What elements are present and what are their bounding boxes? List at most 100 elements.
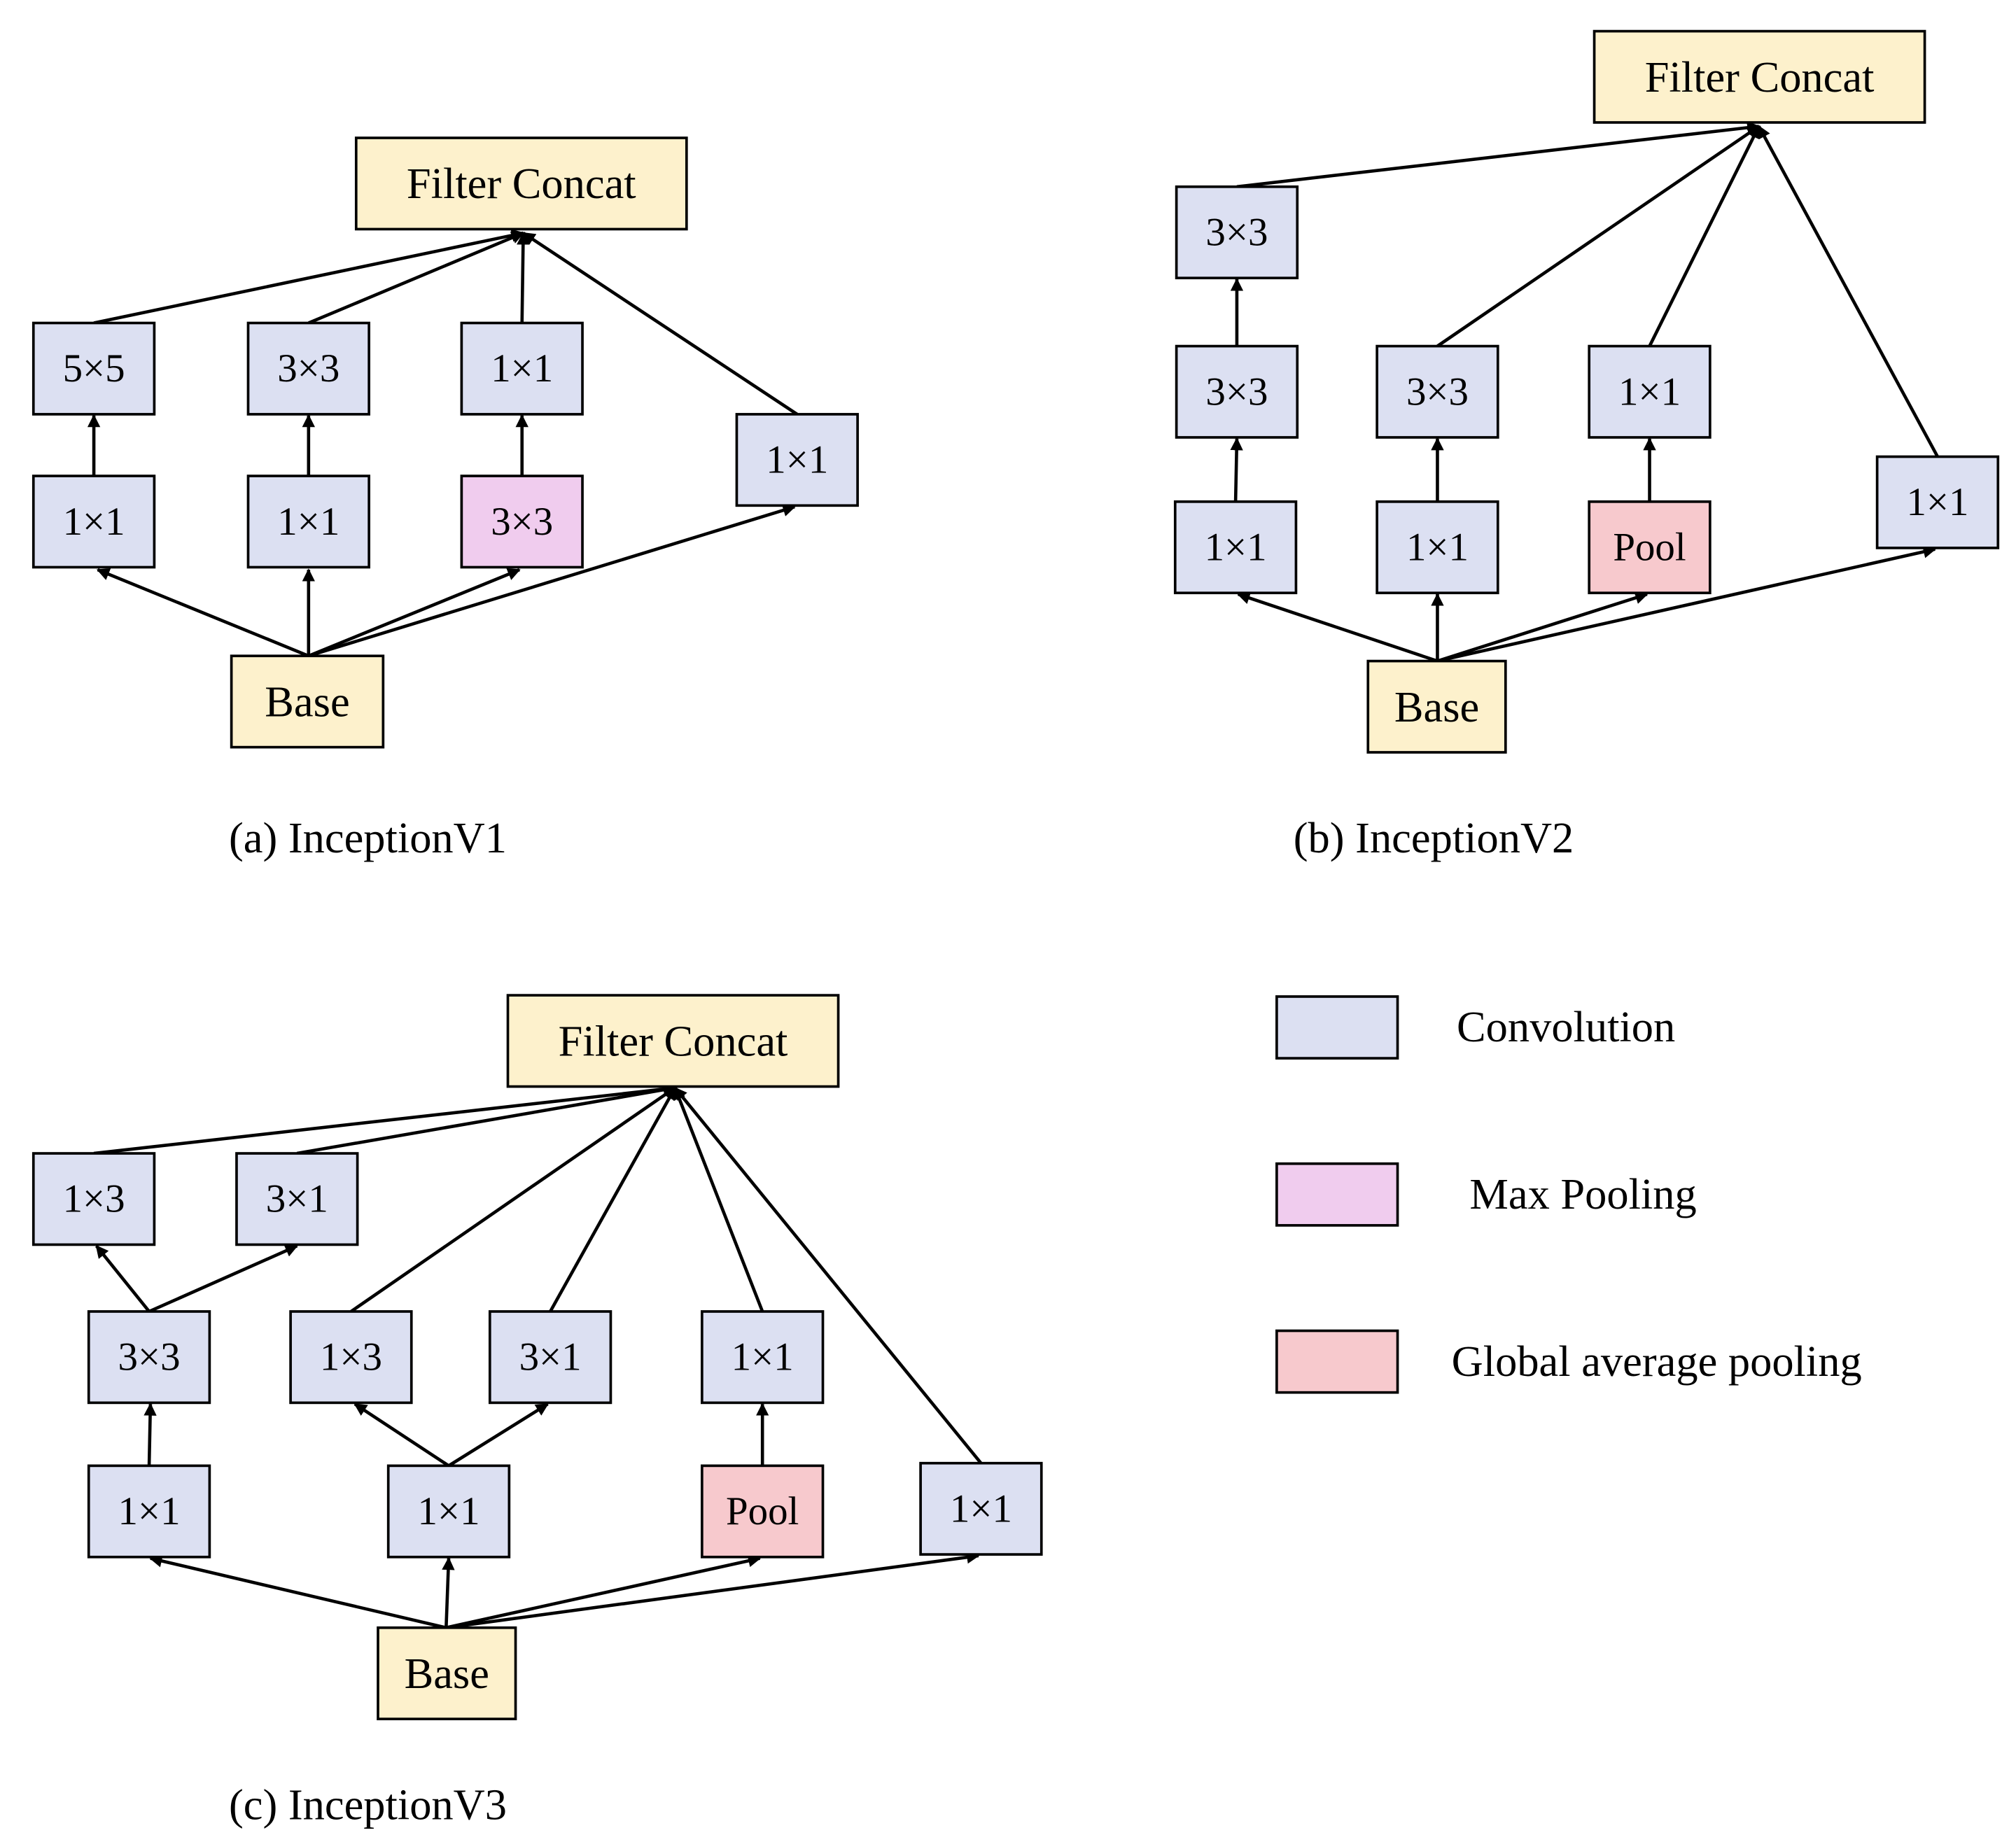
v3-base-box: Base: [377, 1626, 517, 1721]
legend-global-avg-pooling-label: Global average pooling: [1452, 1337, 1862, 1386]
v3-branch1-1x3-label: 1×3: [63, 1177, 125, 1221]
v2-edge-3x3t-concat: [1236, 121, 1760, 189]
v2-edge-1x1-3x3m: [1230, 437, 1243, 502]
v3-filter-concat-rect: [506, 994, 840, 1088]
v1-branch1-5x5-box: 5×5: [31, 321, 156, 416]
v3-branch3-pool-box: Pool: [701, 1464, 825, 1559]
v1-branch2-3x3-box: 3×3: [246, 321, 370, 416]
v1-edge-r1x1-concat: [522, 232, 799, 416]
v3-branch3-pool-label: Pool: [726, 1489, 799, 1533]
v3-branch3-1x1-label: 1×1: [732, 1335, 794, 1379]
v3-branch2-1x1-box: 1×1: [386, 1464, 511, 1559]
v2-branch2-1x1-rect: [1376, 500, 1499, 595]
v3-edge-3x3-3x1: [148, 1244, 298, 1314]
v3-base-label: Base: [405, 1649, 489, 1698]
v2-edge-r1x1-concat: [1757, 125, 1939, 458]
v2-branch3-pool-label: Pool: [1613, 526, 1686, 570]
v2-branch1-3x3-top-rect: [1175, 185, 1299, 280]
v1-branch1-5x5-label: 5×5: [63, 346, 125, 391]
v2-base-rect: [1366, 659, 1507, 754]
v3-branch2-1x3-rect: [289, 1310, 413, 1405]
v1-edge-base-b4: [308, 504, 796, 658]
v2-edge-3x3-concat: [1436, 125, 1760, 348]
caption-inception-v1: (a) InceptionV1: [229, 813, 507, 862]
v3-branch1-1x1-label: 1×1: [118, 1489, 181, 1533]
v3-branch3-1x1-rect: [701, 1310, 825, 1405]
v3-branch1-1x3-rect: [31, 1152, 156, 1246]
v3-branch1-3x1-label: 3×1: [266, 1177, 328, 1221]
v3-edge-3x1-concat: [296, 1083, 677, 1155]
v3-branch4-1x1-box: 1×1: [919, 1461, 1043, 1556]
v2-branch1-3x3-mid-label: 3×3: [1205, 370, 1268, 414]
v3-branch2-1x1-label: 1×1: [418, 1489, 480, 1533]
v1-branch3-maxpool-3x3-label: 3×3: [491, 500, 553, 544]
v1-branch3-maxpool-3x3-box: 3×3: [460, 474, 584, 569]
v3-edge-1x1-3x3: [144, 1402, 157, 1466]
v1-branch3-1x1-rect: [460, 321, 584, 416]
legend-global-avg-pooling-swatch: [1275, 1329, 1399, 1394]
v2-base-label: Base: [1394, 682, 1479, 731]
v2-branch2-1x1-label: 1×1: [1406, 526, 1469, 570]
edges: [87, 121, 1939, 1630]
v2-edge-base-b3: [1436, 591, 1648, 663]
v1-edge-1x1-concat: [517, 232, 530, 323]
v2-branch3-1x1-label: 1×1: [1618, 370, 1681, 414]
v2-filter-concat-rect: [1592, 29, 1926, 124]
v3-branch1-3x3-rect: [87, 1310, 211, 1405]
v2-branch4-1x1-rect: [1875, 455, 2000, 549]
v2-branch1-3x3-mid-rect: [1175, 344, 1299, 439]
caption-inception-v3: (c) InceptionV3: [229, 1780, 507, 1829]
v1-branch1-1x1-label: 1×1: [63, 500, 125, 544]
v1-branch2-1x1-label: 1×1: [277, 500, 340, 544]
v2-branch4-1x1-box: 1×1: [1875, 455, 2000, 549]
v3-branch2-3x1-label: 3×1: [519, 1335, 582, 1379]
v3-branch3-pool-rect: [701, 1464, 825, 1559]
v3-edge-base-b3: [445, 1554, 762, 1630]
v2-branch3-pool-box: Pool: [1588, 500, 1712, 595]
v3-edge-base-b4: [446, 1551, 980, 1630]
v1-branch4-1x1-label: 1×1: [766, 438, 828, 482]
v3-base-rect: [377, 1626, 517, 1721]
v3-branch1-1x1-rect: [87, 1464, 211, 1559]
v3-branch4-1x1-rect: [919, 1461, 1043, 1556]
v1-branch3-1x1-box: 1×1: [460, 321, 584, 416]
v3-edge-base-b1: [149, 1554, 447, 1630]
v2-branch1-1x1-box: 1×1: [1173, 500, 1298, 595]
legend: Convolution Max Pooling Global average p…: [1275, 995, 1862, 1394]
v2-branch4-1x1-label: 1×1: [1906, 480, 1968, 524]
v3-edge-3x3-1x3: [94, 1244, 150, 1313]
v1-branch2-1x1-box: 1×1: [246, 474, 370, 569]
legend-convolution-label: Convolution: [1457, 1002, 1675, 1051]
v1-filter-concat-box: Filter Concat: [354, 136, 688, 231]
v2-branch2-1x1-box: 1×1: [1376, 500, 1499, 595]
v3-edge-1x1-1x3: [354, 1402, 450, 1468]
v3-filter-concat-box: Filter Concat: [506, 994, 840, 1088]
v1-filter-concat-label: Filter Concat: [407, 159, 636, 208]
v2-edge-base-b1: [1237, 591, 1438, 663]
v3-branch1-3x3-box: 3×3: [87, 1310, 211, 1405]
v3-branch2-1x1-rect: [386, 1464, 511, 1559]
v1-filter-concat-rect: [354, 136, 688, 231]
v2-branch3-pool-rect: [1588, 500, 1712, 595]
legend-max-pooling-swatch: [1275, 1162, 1399, 1227]
v3-branch1-1x1-box: 1×1: [87, 1464, 211, 1559]
v2-branch1-3x3-top-box: 3×3: [1175, 185, 1299, 280]
v3-branch1-3x1-rect: [235, 1152, 359, 1246]
v3-edge-b2-1x3-concat: [350, 1086, 676, 1313]
v1-branch2-3x3-rect: [246, 321, 370, 416]
v1-branch1-5x5-rect: [31, 321, 156, 416]
legend-max-pooling-label: Max Pooling: [1469, 1169, 1696, 1218]
v2-branch2-3x3-rect: [1376, 344, 1499, 439]
v3-branch2-3x1-rect: [488, 1310, 612, 1405]
v1-branch4-1x1-rect: [735, 413, 859, 507]
v1-base-label: Base: [265, 677, 349, 726]
v3-edge-1x1-concat: [673, 1086, 764, 1312]
v1-edge-5x5-concat: [93, 229, 525, 325]
v1-branch3-1x1-label: 1×1: [491, 346, 553, 391]
v1-branch1-1x1-rect: [31, 474, 156, 569]
v1-branch1-1x1-box: 1×1: [31, 474, 156, 569]
v1-branch2-3x3-label: 3×3: [277, 346, 340, 391]
caption-inception-v2: (b) InceptionV2: [1294, 813, 1574, 862]
v3-branch2-1x3-label: 1×3: [320, 1335, 382, 1379]
